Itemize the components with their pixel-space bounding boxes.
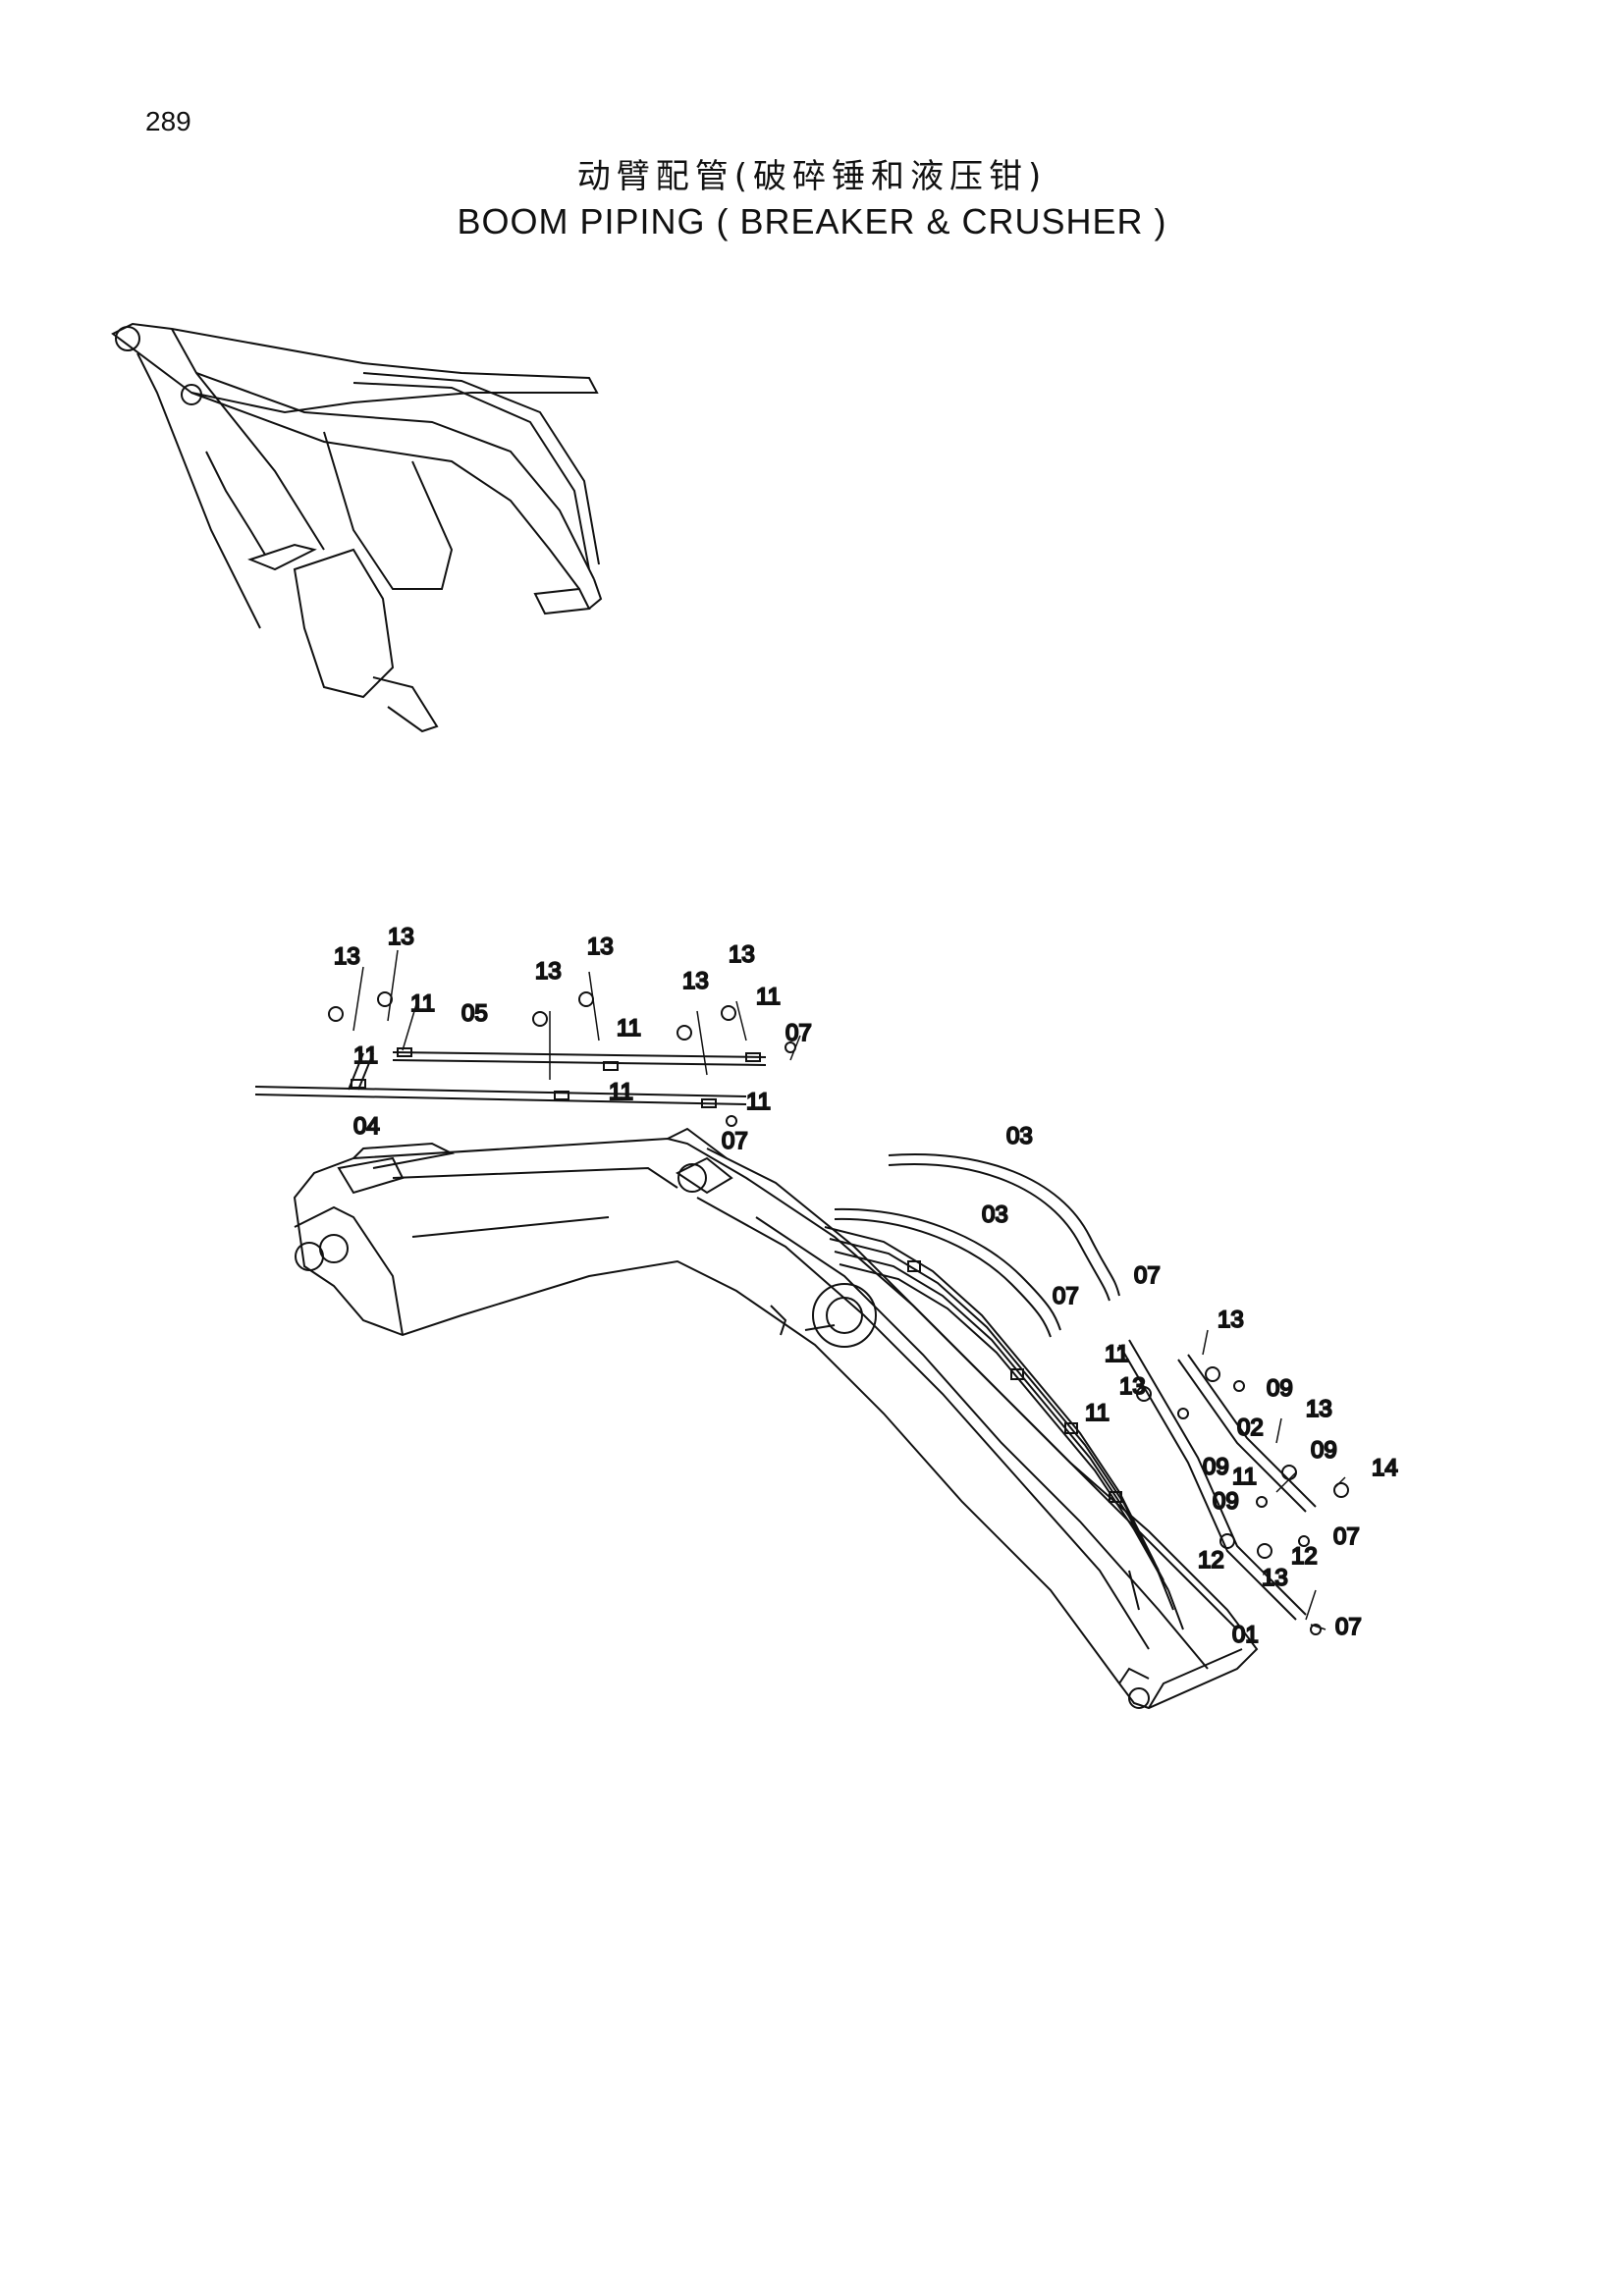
part-label: 13 [1306, 1396, 1332, 1422]
o-ring-icon [726, 1115, 737, 1127]
part-label: 09 [1213, 1488, 1239, 1515]
bolt-icon [721, 1005, 736, 1021]
part-label: 11 [746, 1089, 771, 1115]
part-callouts: 13 13 13 13 13 13 13 11 05 11 11 07 11 1… [333, 923, 1399, 1649]
part-label: 05 [461, 1000, 488, 1027]
title-chinese: 动臂配管(破碎锤和液压钳) [576, 157, 1048, 196]
bolt-icon [328, 1006, 344, 1022]
main-boom-body [293, 1127, 1259, 1710]
part-label: 11 [410, 990, 435, 1017]
part-label: 11 [1232, 1464, 1257, 1490]
o-ring-icon [1177, 1408, 1189, 1419]
clamp-icon [351, 1079, 366, 1089]
part-label: 07 [1053, 1283, 1079, 1309]
o-ring-icon [785, 1041, 796, 1053]
bolt-icon [1136, 1386, 1152, 1402]
part-label: 13 [587, 934, 614, 960]
boom-pipe-routing [824, 1226, 1184, 1630]
o-ring-icon [1310, 1624, 1322, 1635]
clamp-icon [397, 1047, 412, 1057]
part-label: 04 [353, 1113, 380, 1140]
part-label: 03 [982, 1201, 1008, 1228]
clamp-icon [745, 1052, 761, 1062]
part-label: 13 [388, 924, 414, 950]
part-label: 13 [1218, 1307, 1244, 1333]
part-label: 12 [1291, 1543, 1318, 1570]
part-label: 13 [535, 958, 562, 985]
part-label: 11 [756, 984, 781, 1010]
part-label: 11 [609, 1079, 633, 1105]
part-label: 02 [1237, 1415, 1264, 1441]
bolt-icon [532, 1011, 548, 1027]
part-label: 07 [1134, 1262, 1161, 1289]
part-label: 13 [334, 943, 360, 970]
bolt-icon [377, 991, 393, 1007]
part-label: 09 [1203, 1454, 1229, 1480]
o-ring-icon [1233, 1380, 1245, 1392]
part-label: 09 [1267, 1375, 1293, 1402]
part-label: 13 [1262, 1565, 1288, 1591]
part-label: 07 [1335, 1614, 1362, 1640]
part-label: 11 [617, 1015, 641, 1041]
part-label: 07 [1333, 1523, 1360, 1550]
leader-lines [352, 949, 1346, 1630]
upper-pipes [254, 1051, 767, 1105]
bolt-icon [578, 991, 594, 1007]
overview-boom-breaker-illustration [111, 322, 603, 733]
clamp-icon [554, 1091, 569, 1100]
clamp-icon [603, 1061, 619, 1071]
part-label: 13 [729, 941, 755, 968]
bolt-icon [677, 1025, 692, 1041]
part-label: 07 [785, 1020, 812, 1046]
hose-pieces [834, 1153, 1120, 1338]
part-label: 03 [1006, 1123, 1033, 1149]
o-ring-icon [1256, 1496, 1268, 1508]
clamp-icon [701, 1098, 717, 1108]
part-label: 13 [1306, 1396, 1332, 1422]
bolt-icon [1219, 1533, 1235, 1549]
o-ring-icon [1298, 1535, 1310, 1547]
part-label: 01 [1232, 1622, 1259, 1648]
part-label: 11 [1105, 1341, 1129, 1367]
title-english: BOOM PIPING ( BREAKER & CRUSHER ) [457, 201, 1167, 241]
page-number: 289 [145, 106, 191, 136]
bolt-icon [1257, 1543, 1272, 1559]
bolt-icon [1333, 1482, 1349, 1498]
bolt-icon [1281, 1465, 1297, 1480]
part-label: 11 [353, 1042, 378, 1069]
part-label: 14 [1372, 1455, 1398, 1481]
part-label: 12 [1198, 1547, 1224, 1574]
bolt-icon [1205, 1366, 1220, 1382]
fasteners [328, 991, 1349, 1635]
part-label: 09 [1311, 1437, 1337, 1464]
part-label: 11 [1085, 1400, 1110, 1426]
part-label: 07 [722, 1128, 748, 1154]
lower-pipes [1118, 1339, 1317, 1621]
part-label: 13 [1119, 1373, 1146, 1400]
part-label: 13 [682, 968, 709, 994]
